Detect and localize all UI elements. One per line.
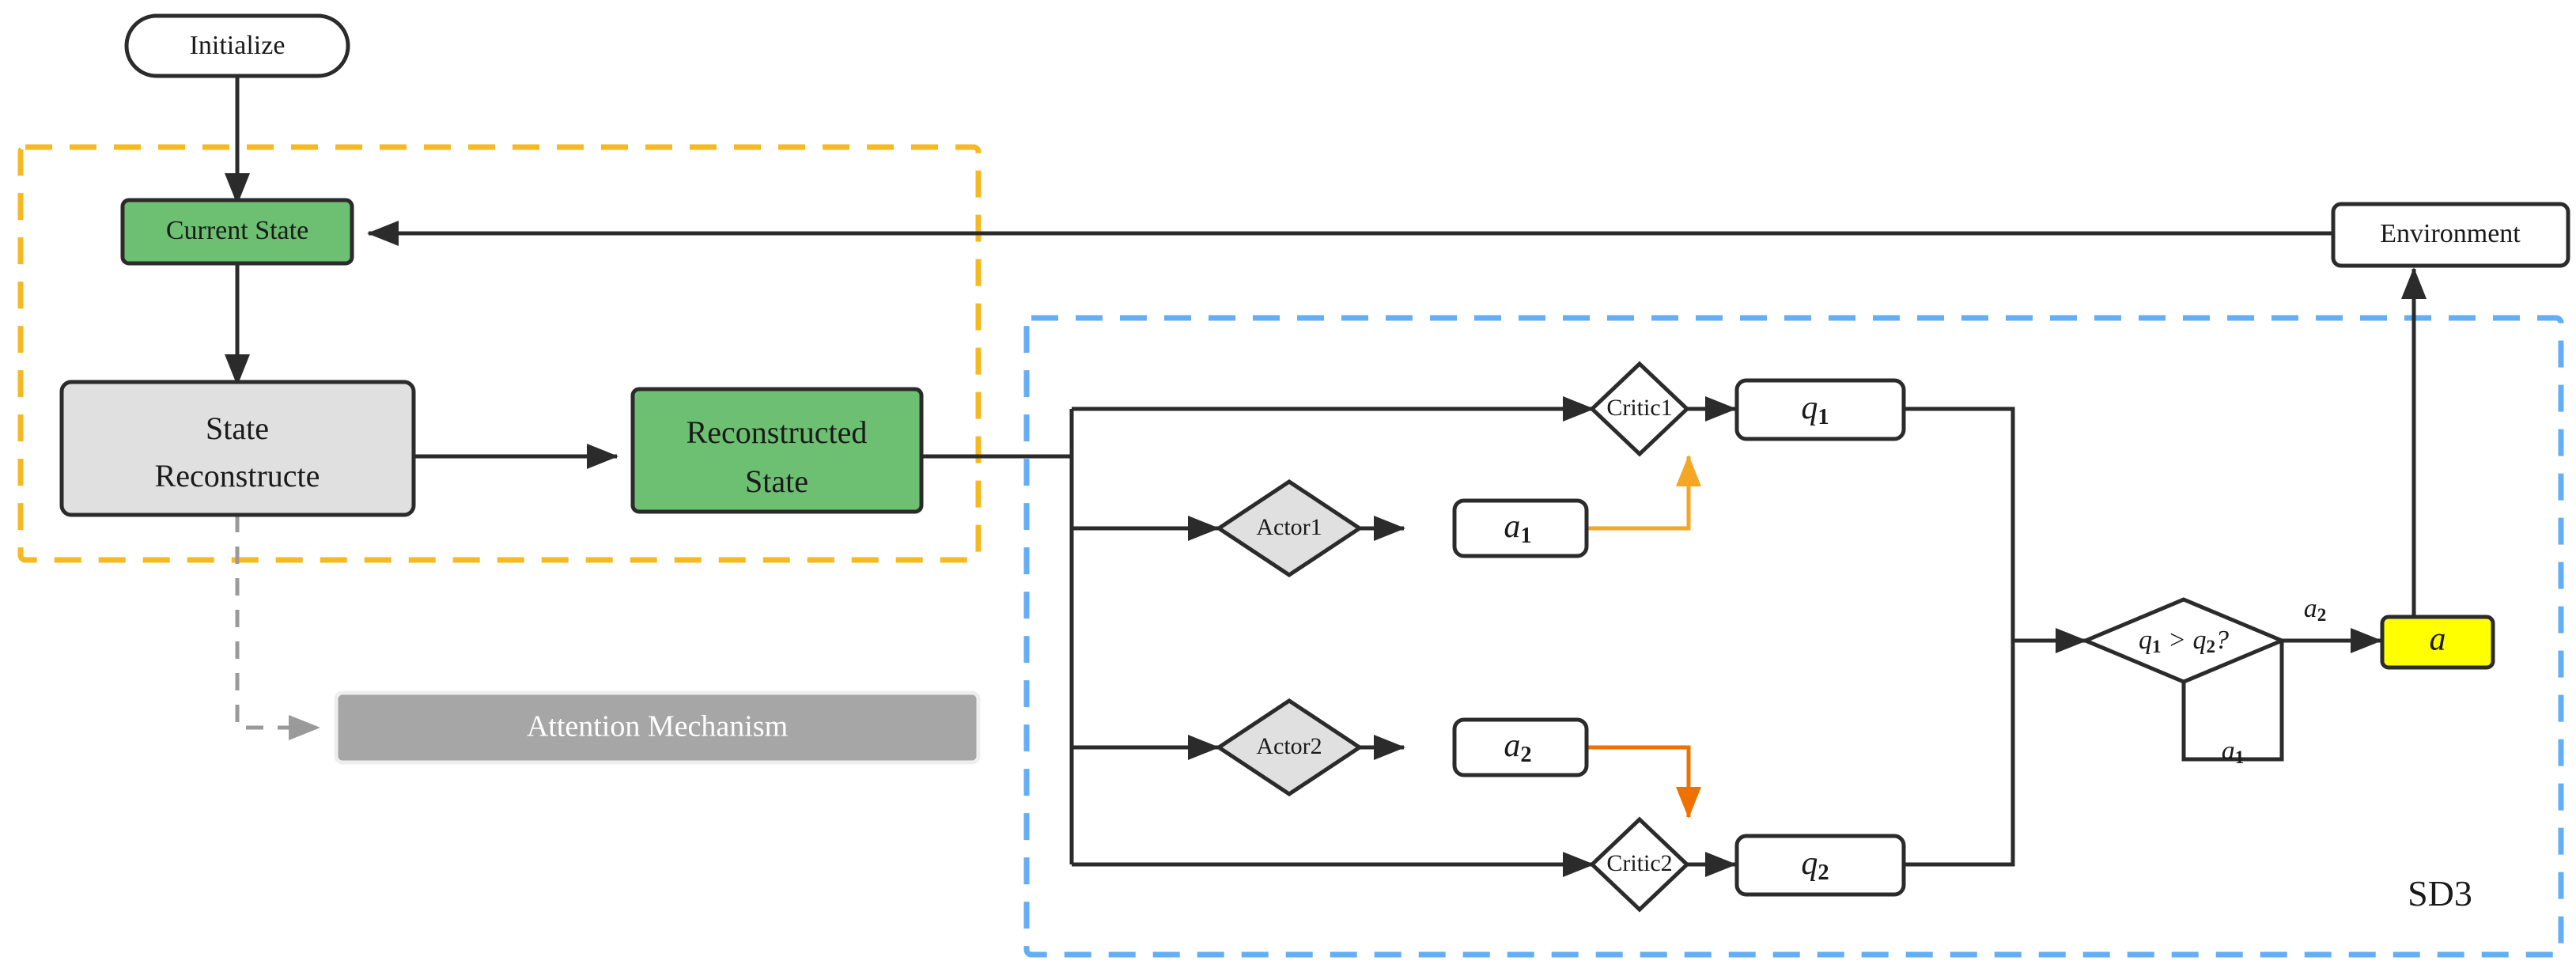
critic1-shape [1589, 361, 1690, 457]
node-a2[interactable]: a2 [1452, 717, 1589, 777]
compare-tail: ? [2215, 626, 2229, 655]
a2-base: a [1504, 728, 1520, 764]
edge-a1-to-critic1 [1555, 454, 1701, 531]
initialize-label: Initialize [190, 31, 286, 60]
attention-mechanism-shape [334, 690, 981, 765]
q1-subscript: 1 [1818, 405, 1829, 429]
q1-label: q1 [1801, 390, 1829, 429]
compare-shape [2080, 597, 2287, 684]
sd3-group-label: SD3 [2408, 873, 2472, 913]
critic1-label: Critic1 [1606, 395, 1672, 421]
current-state-shape [120, 198, 354, 266]
compare-label: q1 > q2? [2139, 626, 2229, 658]
actor2-shape [1215, 698, 1364, 796]
edge-q1-to-merge [1904, 407, 2015, 641]
sd3-group-border [1023, 315, 2564, 958]
node-a1[interactable]: a1 [1452, 498, 1589, 558]
node-state-reconstructe[interactable]: State Reconstructe [59, 380, 416, 517]
q1-shape [1734, 378, 1906, 441]
reconstructed-state-label-line2: State [745, 463, 808, 499]
node-critic2[interactable]: Critic2 [1589, 816, 1690, 913]
edge-label-a1-sub: 1 [2235, 747, 2245, 768]
actor1-label: Actor1 [1256, 514, 1322, 540]
node-actor2[interactable]: Actor2 [1215, 698, 1364, 796]
reconstructed-state-label-line1: Reconstructed [687, 414, 868, 450]
q2-subscript: 2 [1818, 860, 1829, 885]
q1-base: q [1801, 390, 1818, 426]
a1-label: a1 [1504, 509, 1531, 548]
compare-q1-base: q [2139, 626, 2152, 655]
compare-q2-base: q [2192, 626, 2206, 655]
edge-label-a2-sub: 2 [2317, 605, 2327, 626]
current-state-label: Current State [166, 216, 308, 245]
actor2-label: Actor2 [1256, 733, 1322, 759]
reconstructed-state-shape [630, 387, 924, 514]
state-reconstructe-label-line1: State [206, 410, 269, 446]
a2-subscript: 2 [1520, 743, 1531, 767]
node-reconstructed-state[interactable]: Reconstructed State [630, 387, 924, 514]
edge-label-a1-base: a [2222, 736, 2235, 766]
environment-shape [2331, 202, 2570, 268]
compare-q1-sub: 1 [2152, 637, 2162, 657]
node-critic1[interactable]: Critic1 [1589, 361, 1690, 457]
reconstruction-group-border [17, 144, 982, 563]
node-initialize[interactable]: Initialize [124, 13, 350, 78]
action-label: a [2430, 622, 2446, 658]
compare-op: > [2162, 626, 2193, 655]
critic2-label: Critic2 [1606, 850, 1672, 876]
a2-shape [1452, 717, 1589, 777]
node-attention-mechanism[interactable]: Attention Mechanism [334, 690, 981, 765]
node-actor1[interactable]: Actor1 [1215, 479, 1364, 577]
edge-q2-to-merge [1904, 641, 2015, 867]
q2-label: q2 [1801, 845, 1829, 885]
compare-q2-sub: 2 [2206, 637, 2215, 657]
edge-compare-a1-to-action [2181, 641, 2284, 762]
a1-subscript: 1 [1520, 524, 1531, 548]
edge-label-compare-true: a2 [2304, 594, 2327, 626]
actor1-shape [1215, 479, 1364, 577]
attention-mechanism-label: Attention Mechanism [527, 710, 788, 743]
edge-a2-to-critic2 [1555, 745, 1702, 819]
q2-shape [1734, 834, 1906, 897]
node-q2[interactable]: q2 [1734, 834, 1906, 897]
environment-label: Environment [2380, 219, 2521, 248]
node-action[interactable]: a [2380, 615, 2495, 670]
edge-label-a2-base: a [2304, 594, 2317, 623]
critic2-shape [1589, 816, 1690, 913]
a1-shape [1452, 498, 1589, 558]
action-shape [2380, 615, 2495, 670]
state-reconstructe-label-line2: Reconstructe [155, 458, 320, 494]
q2-base: q [1801, 845, 1818, 882]
initialize-shape [124, 13, 350, 78]
node-environment[interactable]: Environment [2331, 202, 2570, 268]
node-q1[interactable]: q1 [1734, 378, 1906, 441]
a1-base: a [1504, 509, 1520, 545]
a2-label: a2 [1504, 728, 1531, 767]
edge-state-reconstructe-to-attention [235, 515, 320, 740]
edge-label-compare-false: a1 [2222, 736, 2245, 769]
state-reconstructe-shape [59, 380, 416, 517]
node-compare[interactable]: q1 > q2? [2080, 597, 2287, 684]
node-current-state[interactable]: Current State [120, 198, 354, 266]
